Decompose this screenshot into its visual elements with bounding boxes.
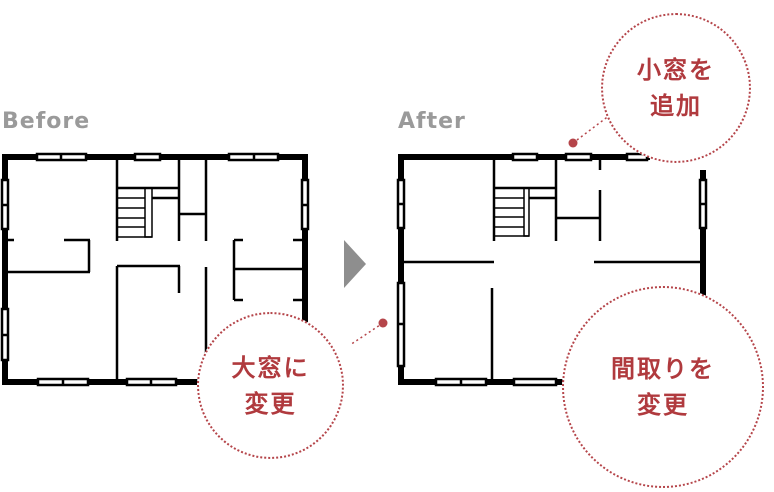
callout-text: 間取りを <box>611 355 715 383</box>
callout-text: 小窓を <box>637 56 715 84</box>
callout-leaders <box>349 114 611 346</box>
callout-layout-change: 間取りを 変更 <box>562 286 764 488</box>
before-floor-plan <box>0 152 310 387</box>
callout-text: 変更 <box>244 389 297 418</box>
callout-dot <box>378 318 388 328</box>
callout-text: 大窓に <box>231 353 310 382</box>
after-label: After <box>398 109 466 134</box>
before-label: Before <box>2 109 91 134</box>
callout-add-window: 小窓を 追加 <box>601 13 751 163</box>
callout-text: 変更 <box>637 391 689 419</box>
arrow-icon <box>344 240 366 288</box>
callout-large-window: 大窓に 変更 <box>197 312 344 459</box>
callout-dot <box>568 138 578 148</box>
callout-text: 追加 <box>650 92 702 120</box>
